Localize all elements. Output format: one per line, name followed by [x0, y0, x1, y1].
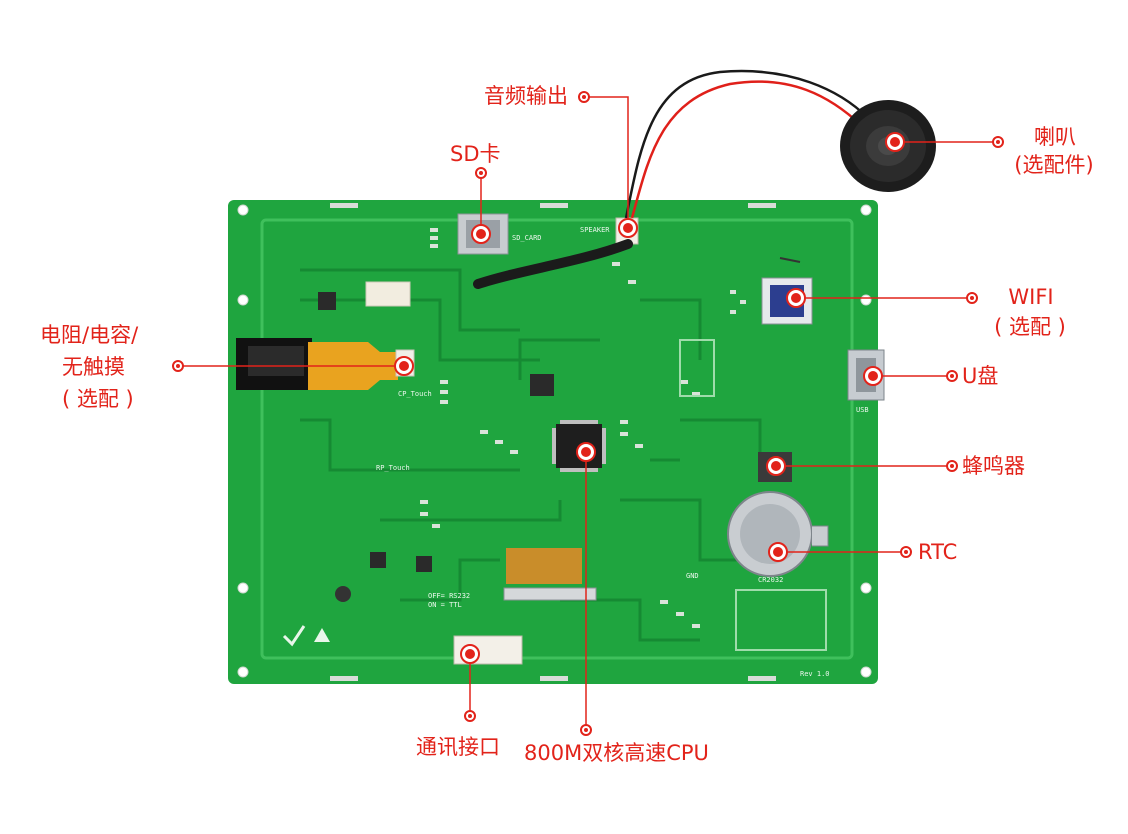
label-touch-line2: 无触摸 [62, 355, 125, 379]
marker-usb [863, 366, 958, 386]
silk-ttl: ON = TTL [428, 601, 462, 609]
speaker-wires [624, 69, 869, 219]
label-comm-port: 通讯接口 [416, 735, 500, 759]
label-audio-out: 音频输出 [484, 84, 568, 108]
silk-sd-card: SD_CARD [512, 234, 542, 242]
silk-gnd: GND [686, 572, 699, 580]
label-speaker-optional: (选配件) [1014, 153, 1094, 177]
silk-cr2032: CR2032 [758, 576, 783, 584]
callout-lines [178, 96, 998, 730]
callout-markers [172, 91, 1004, 736]
marker-speaker [885, 132, 1004, 152]
marker-cpu [576, 442, 596, 736]
marker-touch [172, 356, 414, 376]
silk-usb: USB [856, 406, 869, 414]
label-speaker-title: 喇叭 [1034, 125, 1076, 149]
marker-sd-card [471, 167, 491, 244]
label-usb: U盘 [962, 364, 999, 388]
silk-rs232: OFF= RS232 [428, 592, 470, 600]
silk-speaker: SPEAKER [580, 226, 610, 234]
label-sd-card: SD卡 [450, 142, 501, 166]
silk-rev: Rev 1.0 [800, 670, 830, 678]
marker-wifi [786, 288, 978, 308]
silk-cp-touch: CP_Touch [398, 390, 432, 398]
label-touch-optional: ( 选配 ) [62, 387, 134, 411]
marker-rtc [768, 542, 912, 562]
label-cpu: 800M双核高速CPU [524, 741, 709, 765]
label-wifi-title: WIFI [1008, 285, 1054, 309]
label-rtc: RTC [918, 540, 958, 564]
label-wifi-optional: ( 选配 ) [994, 315, 1066, 339]
marker-audio-out [578, 91, 638, 238]
marker-comm-port [460, 644, 480, 722]
marker-buzzer [766, 456, 958, 476]
label-touch-line1: 电阻/电容/ [40, 323, 139, 347]
label-buzzer: 蜂鸣器 [962, 454, 1025, 478]
silk-rp-touch: RP_Touch [376, 464, 410, 472]
pcb-board: SD_CARD SPEAKER CP_Touch RP_Touch USB CR… [228, 200, 885, 684]
